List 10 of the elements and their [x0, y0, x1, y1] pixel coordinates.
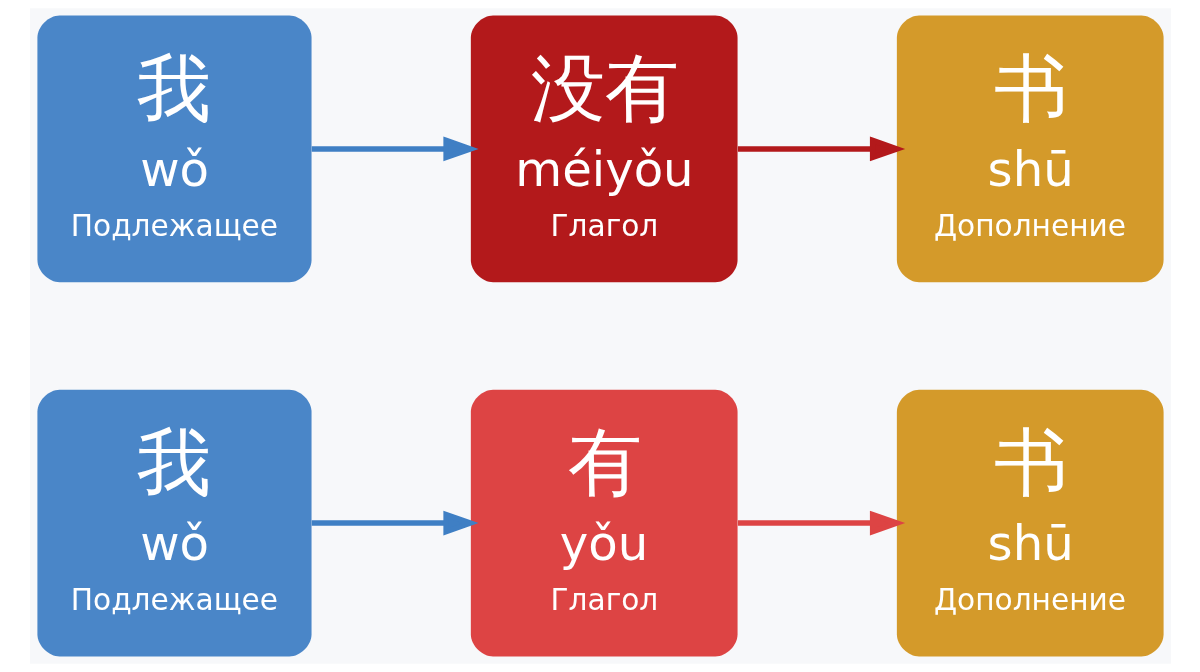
node-box: 书 shū Дополнение — [896, 15, 1164, 283]
node-box: 有 yǒu Глагол — [470, 389, 738, 657]
arrow — [737, 136, 905, 162]
arrow — [311, 510, 479, 536]
node-box: 我 wǒ Подлежащее — [36, 15, 312, 283]
arrow — [311, 136, 479, 162]
node-box: 书 shū Дополнение — [896, 389, 1164, 657]
arrow — [737, 510, 905, 536]
node-box: 我 wǒ Подлежащее — [36, 389, 312, 657]
node-box: 没有 méiyǒu Глагол — [470, 15, 738, 283]
